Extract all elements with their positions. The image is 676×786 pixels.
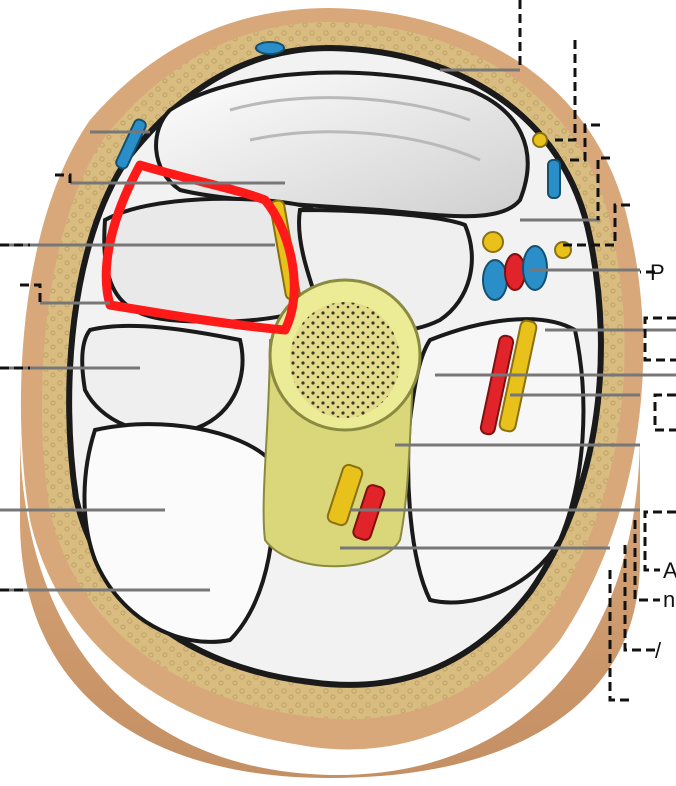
vein-2 <box>522 245 548 291</box>
anterior-muscle-shading <box>229 96 481 162</box>
left-bracket-line-1 <box>55 173 72 183</box>
bracket-line-3 <box>565 123 600 162</box>
label-slash: / <box>655 638 662 663</box>
posterior-left-muscle <box>80 323 245 435</box>
bracket-line-4 <box>596 156 610 220</box>
bracket-line-5 <box>560 203 630 247</box>
superficial-nerve-right <box>532 132 548 148</box>
bracket-lines <box>518 0 676 702</box>
left-bracket-line-2 <box>20 283 42 303</box>
superficial-vein-top <box>255 41 285 55</box>
bracket-line-9 <box>643 510 676 572</box>
bracket-line-7 <box>643 316 676 362</box>
bracket-line-2 <box>555 40 577 142</box>
label-n: n <box>663 587 675 612</box>
femur-marrow <box>290 302 400 418</box>
posterior-large-muscle <box>82 422 276 644</box>
bracket-line-11 <box>623 545 660 652</box>
bracket-line-12 <box>608 570 630 702</box>
bracket-line-8 <box>653 393 676 432</box>
highlight-outline <box>101 160 299 335</box>
label-a: A <box>663 558 676 583</box>
leader-lines <box>0 68 676 592</box>
nerve-rod-femur <box>326 463 364 527</box>
left-bracket-lines <box>0 173 72 592</box>
nerve-dot-1 <box>482 231 504 253</box>
neurovascular-bundle-upper-right <box>482 231 572 301</box>
vein-1 <box>482 259 508 301</box>
anterior-muscle <box>154 70 530 219</box>
artery-1 <box>504 253 526 291</box>
superficial-vein-right <box>547 159 561 199</box>
artery-rod-right <box>479 334 515 436</box>
label-p: P <box>650 260 665 285</box>
